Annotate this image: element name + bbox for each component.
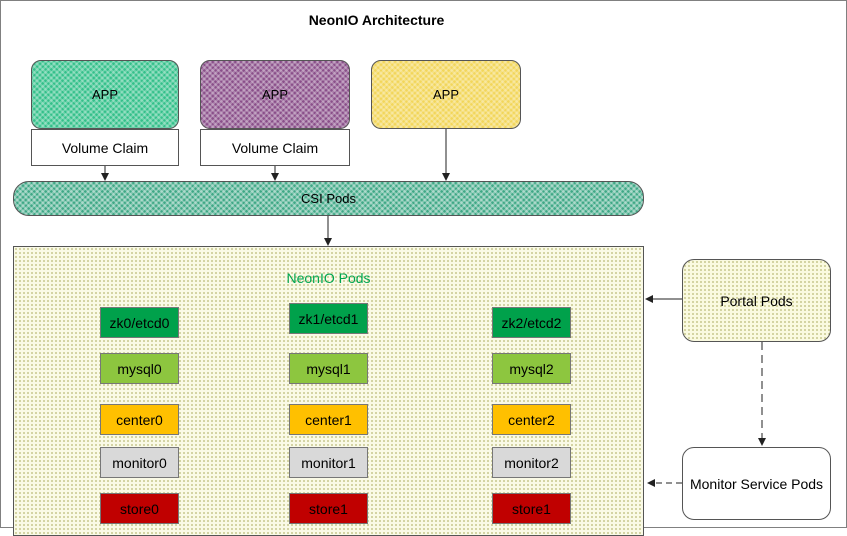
csi-pods-bar: CSI Pods <box>13 181 644 216</box>
pod-center1: center1 <box>289 404 368 435</box>
pod-store1: store1 <box>289 493 368 524</box>
pod-store0: store0 <box>100 493 179 524</box>
volume-claim-2: Volume Claim <box>200 129 350 166</box>
app-box-1: APP <box>31 60 179 129</box>
pod-center0: center0 <box>100 404 179 435</box>
app-box-2: APP <box>200 60 350 129</box>
pod-monitor1: monitor1 <box>289 447 368 478</box>
pod-monitor2: monitor2 <box>492 447 571 478</box>
pod-mysql1: mysql1 <box>289 353 368 384</box>
portal-pods-box: Portal Pods <box>682 259 831 342</box>
pod-mysql0: mysql0 <box>100 353 179 384</box>
diagram-title: NeonIO Architecture <box>308 12 445 28</box>
volume-claim-1: Volume Claim <box>31 129 179 166</box>
neonio-pods-container <box>13 246 644 536</box>
pod-zk1: zk1/etcd1 <box>289 303 368 334</box>
pod-mysql2: mysql2 <box>492 353 571 384</box>
pod-center2: center2 <box>492 404 571 435</box>
pod-zk2: zk2/etcd2 <box>492 307 571 338</box>
monitor-service-pods-box: Monitor Service Pods <box>682 447 831 520</box>
pod-zk0: zk0/etcd0 <box>100 307 179 338</box>
neonio-pods-title: NeonIO Pods <box>286 270 371 286</box>
pod-monitor0: monitor0 <box>100 447 179 478</box>
pod-store2: store1 <box>492 493 571 524</box>
app-box-3: APP <box>371 60 521 129</box>
